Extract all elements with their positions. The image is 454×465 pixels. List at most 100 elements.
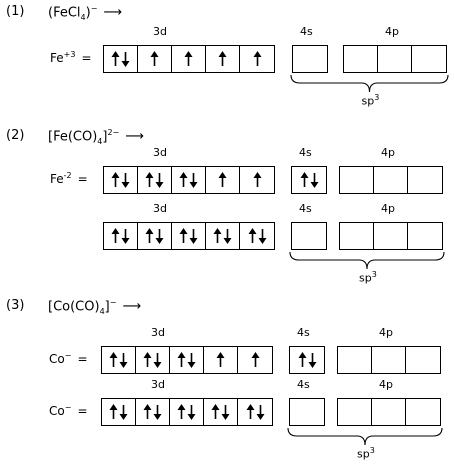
spin-down-arrow-icon: [189, 229, 198, 244]
label-4p: 4p: [379, 326, 393, 339]
hybridization-label: sp3: [362, 93, 380, 108]
equals-sign: =: [81, 51, 92, 65]
spin-up-arrow-icon: [177, 404, 186, 419]
orbital-3d-row: [101, 346, 273, 374]
formula-main: [Fe(CO): [48, 129, 98, 145]
orbital-box: [292, 167, 326, 193]
spin-up-arrow-icon: [298, 352, 306, 367]
formula-main: (FeCl: [48, 5, 81, 21]
hybridization-label: sp3: [359, 270, 377, 285]
spin-up-arrow-icon: [246, 404, 254, 419]
hybrid-superscript: 3: [369, 446, 375, 455]
orbital-box: [172, 223, 206, 249]
spin-up-arrow-icon: [253, 51, 261, 66]
orbital-box: [408, 167, 442, 193]
formula-close: ]: [102, 129, 108, 145]
orbital-box: [206, 167, 240, 193]
orbital-box: [340, 223, 374, 249]
orbital-3d-row: [103, 222, 275, 250]
orbital-4p-row: [339, 222, 443, 250]
label-4p: 4p: [385, 25, 399, 38]
ion-charge: −: [64, 351, 72, 360]
spin-down-arrow-icon: [310, 173, 318, 188]
orbital-box: [138, 46, 172, 72]
spin-down-arrow-icon: [121, 52, 130, 67]
orbital-box: [206, 223, 240, 249]
hybrid-superscript: 3: [371, 270, 377, 279]
spin-down-arrow-icon: [155, 173, 164, 188]
spin-down-arrow-icon: [223, 229, 232, 244]
spin-down-arrow-icon: [187, 405, 196, 420]
orbital-box: [104, 223, 138, 249]
spin-up-arrow-icon: [143, 352, 152, 367]
orbital-box: [293, 46, 327, 72]
orbital-box: [344, 46, 378, 72]
orbital-box: [170, 399, 204, 425]
orbital-box: [372, 399, 406, 425]
ion-symbol: Fe: [50, 51, 64, 65]
spin-up-arrow-icon: [184, 51, 193, 66]
orbital-4s-box: [289, 398, 325, 426]
label-4s: 4s: [297, 378, 310, 391]
orbital-3d-row: [103, 166, 275, 194]
spin-down-arrow-icon: [221, 405, 230, 420]
complex-formula: [Fe(CO)4]2− ⟶: [48, 128, 144, 146]
orbital-box: [204, 399, 238, 425]
formula-subscript: 4: [99, 306, 105, 316]
orbital-box: [408, 223, 442, 249]
equals-sign: =: [77, 404, 88, 418]
spin-up-arrow-icon: [300, 172, 308, 187]
orbital-box: [292, 223, 326, 249]
label-3d: 3d: [153, 25, 167, 38]
spin-down-arrow-icon: [119, 353, 128, 368]
orbital-4s-box: [291, 222, 327, 250]
hybrid-symbol: sp: [361, 94, 375, 108]
formula-close: ]: [104, 299, 110, 315]
label-4p: 4p: [381, 202, 395, 215]
orbital-box: [170, 347, 204, 373]
orbital-box: [102, 399, 136, 425]
label-3d: 3d: [153, 146, 167, 159]
orbital-box: [136, 399, 170, 425]
ion-symbol: Co: [49, 352, 65, 366]
spin-up-arrow-icon: [109, 404, 118, 419]
spin-up-arrow-icon: [177, 352, 186, 367]
orbital-4p-row: [337, 398, 441, 426]
spin-up-arrow-icon: [111, 228, 120, 243]
orbital-box: [338, 399, 372, 425]
spin-up-arrow-icon: [251, 352, 259, 367]
spin-up-arrow-icon: [179, 172, 188, 187]
hybrid-symbol: sp: [359, 271, 372, 285]
spin-down-arrow-icon: [153, 353, 162, 368]
ion-charge: −: [64, 403, 72, 412]
spin-up-arrow-icon: [179, 228, 188, 243]
formula-main: [Co(CO): [48, 299, 100, 315]
orbital-3d-row: [101, 398, 273, 426]
reaction-arrow: ⟶: [125, 129, 144, 145]
orbital-box: [290, 347, 324, 373]
spin-up-arrow-icon: [111, 172, 120, 187]
orbital-box: [406, 347, 440, 373]
orbital-4s-box: [291, 166, 327, 194]
hybrid-symbol: sp: [357, 447, 370, 461]
equals-sign: =: [77, 352, 88, 366]
orbital-4p-row: [337, 346, 441, 374]
formula-charge: −: [90, 4, 98, 13]
label-4p: 4p: [379, 378, 393, 391]
spin-up-arrow-icon: [216, 352, 225, 367]
label-4p: 4p: [381, 146, 395, 159]
orbital-box: [172, 167, 206, 193]
orbital-box: [138, 167, 172, 193]
spin-down-arrow-icon: [256, 405, 264, 420]
orbital-box: [340, 167, 374, 193]
orbital-box: [372, 347, 406, 373]
ion-label: Fe+3=: [50, 50, 92, 65]
orbital-box: [240, 167, 274, 193]
spin-up-arrow-icon: [143, 404, 152, 419]
label-4s: 4s: [300, 25, 313, 38]
formula-charge: 2−: [107, 128, 120, 137]
formula-subscript: 4: [80, 12, 86, 22]
formula-subscript: 4: [97, 136, 103, 146]
spin-up-arrow-icon: [253, 172, 261, 187]
spin-up-arrow-icon: [145, 172, 154, 187]
